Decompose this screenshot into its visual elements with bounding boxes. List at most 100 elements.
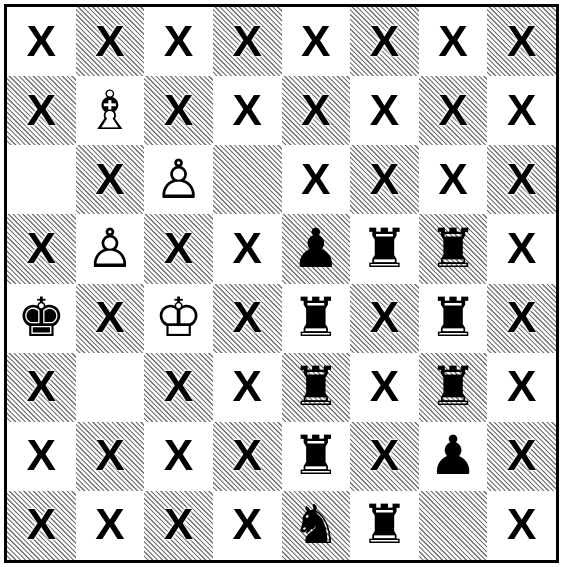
square-c2[interactable]: X xyxy=(144,422,213,491)
black-pawn-icon[interactable]: ♟ xyxy=(292,222,340,276)
x-mark: X xyxy=(164,365,193,409)
black-king-icon[interactable]: ♚ xyxy=(17,291,65,345)
square-e4[interactable]: ♜ xyxy=(282,284,351,353)
square-h5[interactable]: X xyxy=(487,214,556,283)
square-h7[interactable]: X xyxy=(487,76,556,145)
x-mark: X xyxy=(27,365,56,409)
x-mark: X xyxy=(301,20,330,64)
x-mark: X xyxy=(27,20,56,64)
square-a5[interactable]: X xyxy=(7,214,76,283)
square-f3[interactable]: X xyxy=(350,353,419,422)
square-c3[interactable]: X xyxy=(144,353,213,422)
square-g3[interactable]: ♜ xyxy=(419,353,488,422)
white-bishop-icon[interactable]: ♗ xyxy=(86,84,134,138)
black-rook-icon[interactable]: ♜ xyxy=(360,498,408,552)
black-knight-icon[interactable]: ♞ xyxy=(292,498,340,552)
square-a6[interactable] xyxy=(7,145,76,214)
square-f6[interactable]: X xyxy=(350,145,419,214)
square-b8[interactable]: X xyxy=(76,7,145,76)
black-rook-icon[interactable]: ♜ xyxy=(292,429,340,483)
square-e3[interactable]: ♜ xyxy=(282,353,351,422)
square-g8[interactable]: X xyxy=(419,7,488,76)
square-h2[interactable]: X xyxy=(487,422,556,491)
square-a2[interactable]: X xyxy=(7,422,76,491)
square-h1[interactable]: X xyxy=(487,491,556,560)
square-a1[interactable]: X xyxy=(7,491,76,560)
square-f1[interactable]: ♜ xyxy=(350,491,419,560)
square-d1[interactable]: X xyxy=(213,491,282,560)
square-h3[interactable]: X xyxy=(487,353,556,422)
black-rook-icon[interactable]: ♜ xyxy=(429,291,477,345)
black-rook-icon[interactable]: ♜ xyxy=(292,360,340,414)
square-f2[interactable]: X xyxy=(350,422,419,491)
square-d7[interactable]: X xyxy=(213,76,282,145)
square-e1[interactable]: ♞ xyxy=(282,491,351,560)
square-g5[interactable]: ♜ xyxy=(419,214,488,283)
square-a8[interactable]: X xyxy=(7,7,76,76)
square-g2[interactable]: ♟ xyxy=(419,422,488,491)
white-king-icon[interactable]: ♔ xyxy=(154,291,202,345)
square-b4[interactable]: X xyxy=(76,284,145,353)
square-f8[interactable]: X xyxy=(350,7,419,76)
square-e7[interactable]: X xyxy=(282,76,351,145)
square-f4[interactable]: X xyxy=(350,284,419,353)
square-h8[interactable]: X xyxy=(487,7,556,76)
square-c8[interactable]: X xyxy=(144,7,213,76)
square-d8[interactable]: X xyxy=(213,7,282,76)
square-c6[interactable]: ♙ xyxy=(144,145,213,214)
square-c7[interactable]: X xyxy=(144,76,213,145)
x-mark: X xyxy=(370,20,399,64)
black-rook-icon[interactable]: ♜ xyxy=(429,360,477,414)
square-b6[interactable]: X xyxy=(76,145,145,214)
square-b3[interactable] xyxy=(76,353,145,422)
black-rook-icon[interactable]: ♜ xyxy=(360,222,408,276)
square-d3[interactable]: X xyxy=(213,353,282,422)
square-e8[interactable]: X xyxy=(282,7,351,76)
square-a3[interactable]: X xyxy=(7,353,76,422)
black-pawn-icon[interactable]: ♟ xyxy=(429,429,477,483)
square-g1[interactable] xyxy=(419,491,488,560)
square-f7[interactable]: X xyxy=(350,76,419,145)
square-b2[interactable]: X xyxy=(76,422,145,491)
x-mark: X xyxy=(164,227,193,271)
square-e5[interactable]: ♟ xyxy=(282,214,351,283)
square-c5[interactable]: X xyxy=(144,214,213,283)
x-mark: X xyxy=(95,434,124,478)
square-a4[interactable]: ♚ xyxy=(7,284,76,353)
x-mark: X xyxy=(95,503,124,547)
x-mark: X xyxy=(233,296,262,340)
x-mark: X xyxy=(507,89,536,133)
x-mark: X xyxy=(27,434,56,478)
white-pawn-icon[interactable]: ♙ xyxy=(154,153,202,207)
square-a7[interactable]: X xyxy=(7,76,76,145)
square-g4[interactable]: ♜ xyxy=(419,284,488,353)
x-mark: X xyxy=(95,158,124,202)
square-b5[interactable]: ♙ xyxy=(76,214,145,283)
x-mark: X xyxy=(233,227,262,271)
square-d5[interactable]: X xyxy=(213,214,282,283)
square-g7[interactable]: X xyxy=(419,76,488,145)
x-mark: X xyxy=(233,20,262,64)
square-d2[interactable]: X xyxy=(213,422,282,491)
square-e6[interactable]: X xyxy=(282,145,351,214)
square-f5[interactable]: ♜ xyxy=(350,214,419,283)
black-rook-icon[interactable]: ♜ xyxy=(429,222,477,276)
square-c4[interactable]: ♔ xyxy=(144,284,213,353)
x-mark: X xyxy=(27,227,56,271)
square-g6[interactable]: X xyxy=(419,145,488,214)
x-mark: X xyxy=(507,365,536,409)
x-mark: X xyxy=(233,365,262,409)
x-mark: X xyxy=(164,503,193,547)
x-mark: X xyxy=(233,434,262,478)
square-b1[interactable]: X xyxy=(76,491,145,560)
square-d4[interactable]: X xyxy=(213,284,282,353)
black-rook-icon[interactable]: ♜ xyxy=(292,291,340,345)
square-h6[interactable]: X xyxy=(487,145,556,214)
square-d6[interactable] xyxy=(213,145,282,214)
square-h4[interactable]: X xyxy=(487,284,556,353)
x-mark: X xyxy=(27,503,56,547)
square-e2[interactable]: ♜ xyxy=(282,422,351,491)
white-pawn-icon[interactable]: ♙ xyxy=(86,222,134,276)
square-b7[interactable]: ♗ xyxy=(76,76,145,145)
square-c1[interactable]: X xyxy=(144,491,213,560)
